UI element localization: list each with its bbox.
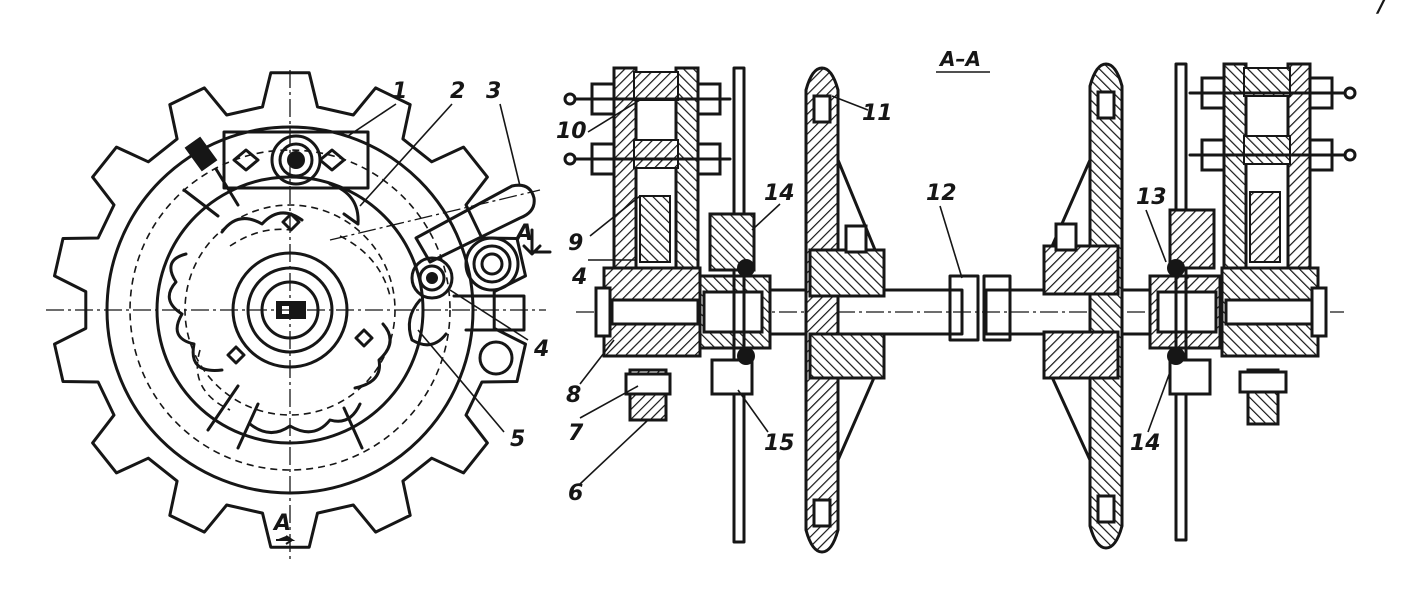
callout-13: 13 <box>1136 185 1167 210</box>
roller-mount <box>452 294 526 332</box>
section-mark-bottom: A <box>272 511 291 536</box>
callout-8: 8 <box>566 383 581 408</box>
roller-b-ring2 <box>480 252 504 276</box>
roller-b <box>464 236 520 292</box>
rivets <box>226 212 374 365</box>
left-clamps <box>563 66 732 422</box>
callout-12: 12 <box>926 181 957 206</box>
lever-centre-line <box>329 189 541 241</box>
spring-mid <box>278 142 314 178</box>
callout-4-section: 4 <box>571 265 587 290</box>
callout-5: 5 <box>510 427 525 452</box>
roller-b-ring1 <box>472 244 512 284</box>
spring-outer <box>270 134 322 186</box>
roller-a <box>410 256 454 300</box>
left-disc <box>804 66 886 554</box>
leaders-section <box>579 95 1171 485</box>
thin-plates <box>708 62 1216 544</box>
callout-2: 2 <box>450 79 465 104</box>
corner-mark: / <box>1375 0 1388 18</box>
spokes <box>182 167 364 450</box>
right-clamps <box>1188 62 1357 426</box>
roller-a-inner <box>418 264 446 292</box>
bracket-pawl <box>328 182 360 226</box>
roller-a-pin <box>426 272 438 284</box>
section-mark-right: A <box>514 221 533 246</box>
callout-7: 7 <box>568 421 584 446</box>
top-clip <box>184 136 218 172</box>
callout-10: 10 <box>556 119 587 144</box>
callout-15: 15 <box>764 431 795 456</box>
callout-6: 6 <box>568 481 583 506</box>
right-disc <box>1042 62 1124 550</box>
dashed-circle-outer <box>129 149 451 471</box>
small-disc <box>478 340 514 376</box>
callout-11: 11 <box>862 101 893 126</box>
callout-9: 9 <box>568 231 583 256</box>
cam-lobes-dashed <box>196 228 391 411</box>
callout-1: 1 <box>392 79 407 104</box>
sprocket-teeth <box>53 71 527 549</box>
section-arrow-right <box>522 228 552 256</box>
cam-lobes <box>167 211 392 434</box>
section-view: А–А <box>556 47 1357 554</box>
leaders-front <box>347 103 529 433</box>
bracket-diamonds <box>232 148 346 172</box>
callout-3: 3 <box>486 79 501 104</box>
hook-5 <box>407 298 448 347</box>
section-arrow-bottom <box>276 535 296 545</box>
callout-14-top: 14 <box>764 181 795 206</box>
section-title: А–А <box>938 47 981 71</box>
callout-4-front: 4 <box>533 337 549 362</box>
front-view: A A 1 2 3 4 5 <box>46 70 552 560</box>
top-bracket <box>222 130 370 190</box>
spring-inner <box>287 151 305 169</box>
callout-14-bottom: 14 <box>1130 431 1161 456</box>
